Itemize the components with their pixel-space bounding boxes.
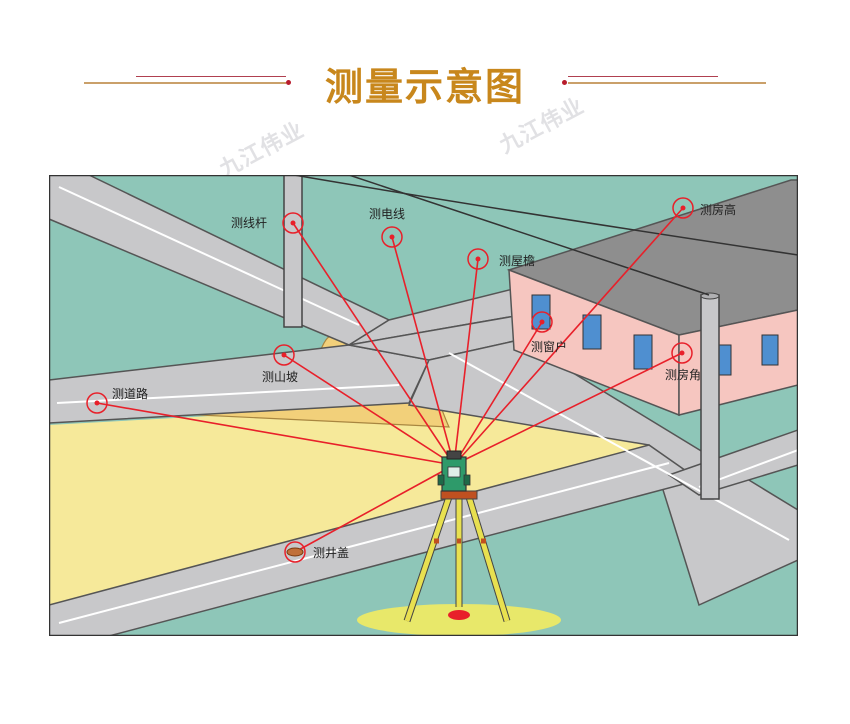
page-title: 测量示意图 (324, 65, 525, 109)
target-circle-icon (671, 342, 693, 364)
manhole-cover-icon (286, 547, 304, 557)
label-eaves: 测屋檐 (499, 254, 535, 268)
target-circle-icon (282, 212, 304, 234)
target-circle-icon (672, 197, 694, 219)
label-manhole: 测井盖 (313, 546, 349, 560)
target-circles (86, 197, 694, 563)
utility-pole-left (283, 174, 303, 328)
label-slope: 测山坡 (262, 370, 298, 384)
target-circle-icon (86, 392, 108, 414)
target-circle-icon (467, 248, 489, 270)
target-circle-icon (273, 344, 295, 366)
utility-pole-right (700, 294, 720, 500)
target-circle-icon (531, 311, 553, 333)
right-decoration-line-accent (568, 76, 718, 77)
ground-point (448, 610, 470, 620)
label-house-height: 测房高 (700, 202, 736, 217)
header: 测量示意图 (0, 40, 850, 120)
sight-lines (96, 207, 684, 553)
house (506, 179, 799, 417)
left-decoration-line (84, 82, 286, 84)
window (582, 314, 602, 350)
power-wire (348, 174, 710, 296)
power-wire (293, 174, 799, 256)
label-pole: 测线杆 (231, 216, 267, 230)
survey-diagram: 测线杆 测电线 测屋檐 测房高 测窗户 测房角 测山坡 测道路 测井盖 (48, 174, 799, 637)
label-wire: 测电线 (369, 207, 405, 221)
tripod-icon (403, 490, 511, 623)
window (761, 334, 779, 366)
sand-field (49, 405, 649, 605)
target-circle-icon (381, 226, 403, 248)
label-window: 测窗户 (531, 339, 567, 354)
measurement-labels: 测线杆 测电线 测屋檐 测房高 测窗户 测房角 测山坡 测道路 测井盖 (112, 202, 736, 560)
label-house-corner: 测房角 (665, 367, 701, 382)
window (633, 334, 653, 370)
right-decoration-dot (562, 80, 567, 85)
label-road: 测道路 (112, 386, 148, 401)
total-station-icon (437, 450, 471, 492)
target-circle-icon (284, 541, 306, 563)
target-dots (94, 205, 686, 406)
left-decoration-dot (286, 80, 291, 85)
right-decoration-line (568, 82, 766, 84)
diagram-border (48, 174, 799, 637)
watermark-text: 九江伟业 (215, 117, 309, 183)
survey-scene-svg: 测线杆 测电线 测屋檐 测房高 测窗户 测房角 测山坡 测道路 测井盖 (48, 174, 799, 637)
left-decoration-line-accent (136, 76, 286, 77)
